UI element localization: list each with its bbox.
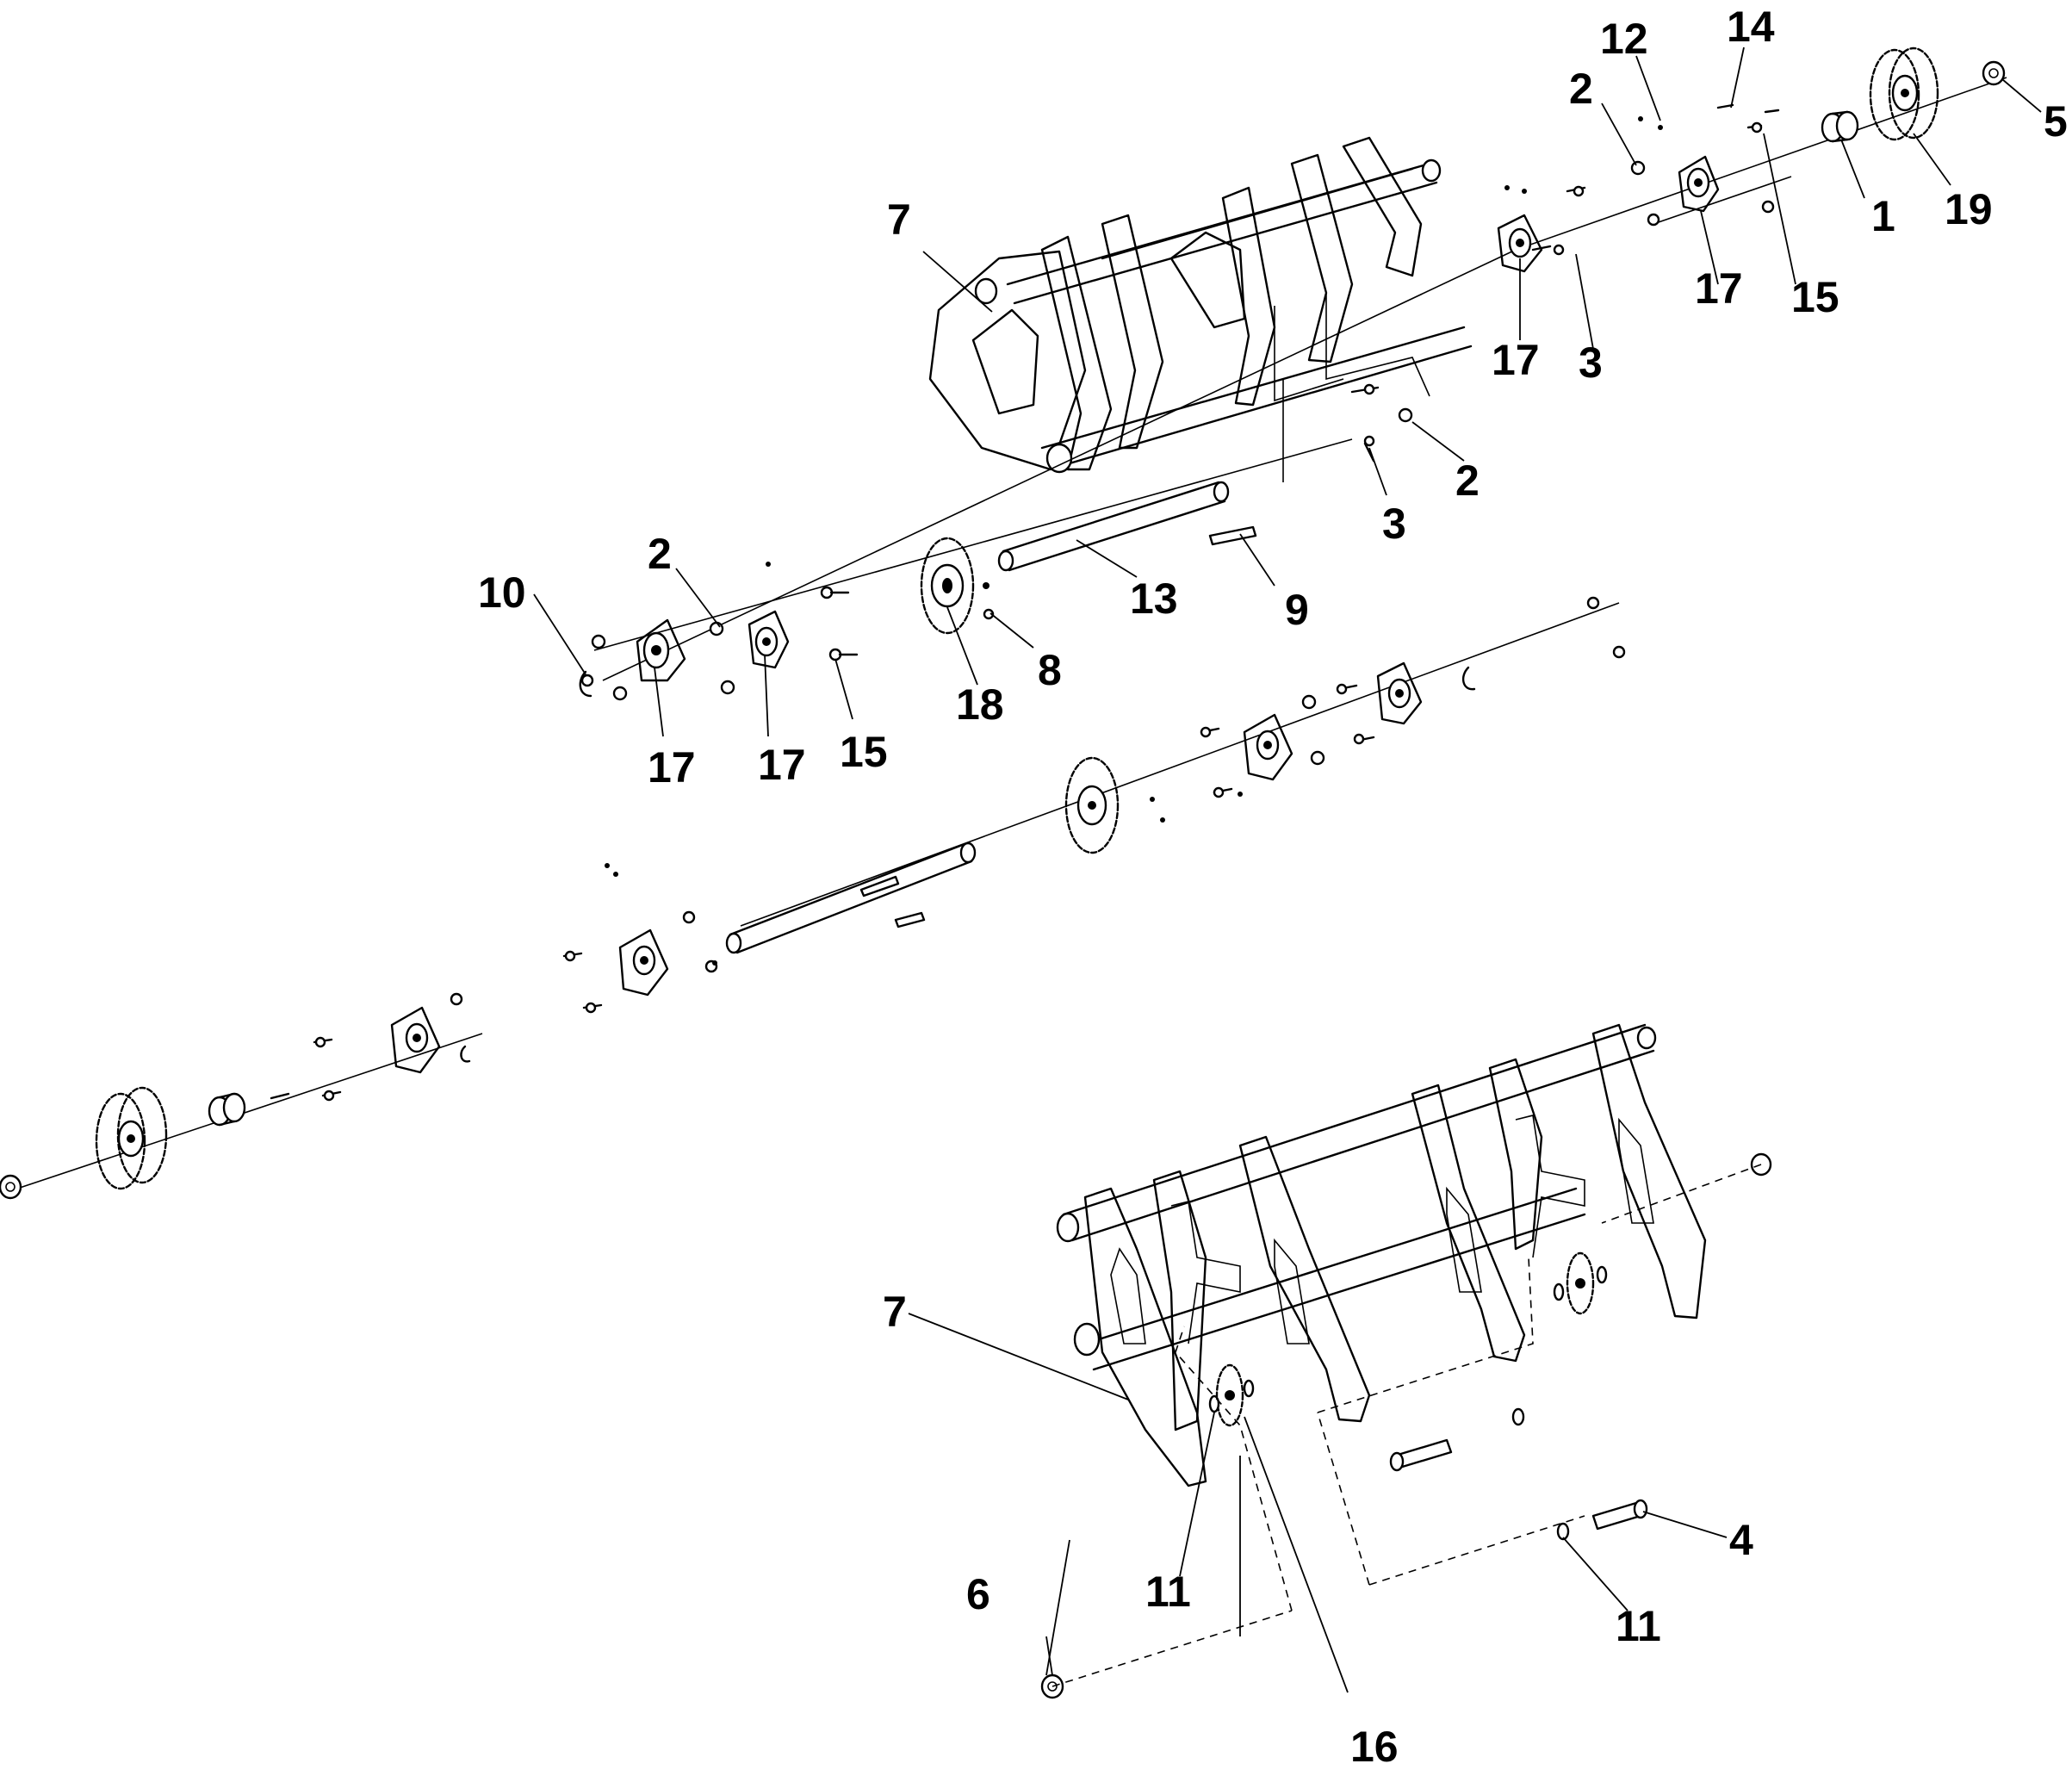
sprocket-18 xyxy=(920,537,975,635)
lower-left-shaft-assembly xyxy=(0,841,977,1200)
callout-11-right: 11 xyxy=(1616,1602,1661,1650)
callout-19: 19 xyxy=(1945,185,1993,233)
callout-6: 6 xyxy=(966,1570,990,1618)
callout-15-right: 15 xyxy=(1791,273,1839,321)
callout-16: 16 xyxy=(1350,1723,1399,1771)
callout-17-a: 17 xyxy=(648,743,696,792)
lower-frame-assembly xyxy=(1040,1023,1772,1699)
callout-7-bottom: 7 xyxy=(883,1288,907,1336)
callout-11-left: 11 xyxy=(1145,1568,1191,1616)
callout-10: 10 xyxy=(478,568,526,617)
callout-17-d: 17 xyxy=(1695,264,1743,313)
callouts: 1 2 2 2 3 3 4 5 6 7 7 8 9 10 11 11 12 13… xyxy=(478,3,2068,1771)
upper-right-hardware xyxy=(1350,103,1780,463)
callout-14: 14 xyxy=(1727,3,1775,51)
callout-15-left: 15 xyxy=(840,728,888,776)
callout-2-left: 2 xyxy=(648,530,672,578)
callout-4: 4 xyxy=(1729,1516,1753,1564)
middle-shaft-assembly xyxy=(740,596,1626,927)
key-9 xyxy=(1208,525,1257,546)
callout-12: 12 xyxy=(1600,15,1648,63)
callout-9: 9 xyxy=(1285,586,1309,634)
snap-ring-10 xyxy=(579,670,592,698)
bearing-17-d xyxy=(1678,155,1720,213)
callout-8: 8 xyxy=(1038,646,1062,694)
bearing-17-c xyxy=(1497,214,1543,273)
callout-1: 1 xyxy=(1871,192,1895,240)
callout-3-right: 3 xyxy=(1579,338,1603,387)
nut-5 xyxy=(1982,60,2006,86)
callout-2-mid: 2 xyxy=(1455,456,1480,505)
callout-13: 13 xyxy=(1130,574,1178,623)
callout-17-b: 17 xyxy=(758,741,806,789)
leader-lines xyxy=(533,47,2042,1693)
bearing-17-b xyxy=(748,610,790,669)
upper-left-hardware xyxy=(580,562,995,701)
shaft-13 xyxy=(997,481,1230,572)
callout-3-mid: 3 xyxy=(1382,500,1406,548)
callout-2-top: 2 xyxy=(1569,65,1593,113)
callout-5: 5 xyxy=(2044,97,2068,146)
upper-shaft-axis xyxy=(593,77,2007,681)
double-sprocket-19 xyxy=(1869,47,1939,141)
callout-7-top: 7 xyxy=(887,196,911,244)
upper-frame-assembly xyxy=(928,136,1473,482)
callout-18: 18 xyxy=(956,680,1004,729)
callout-17-c: 17 xyxy=(1492,336,1540,384)
bearing-17-a xyxy=(636,618,686,682)
collar-1 xyxy=(1821,110,1859,143)
